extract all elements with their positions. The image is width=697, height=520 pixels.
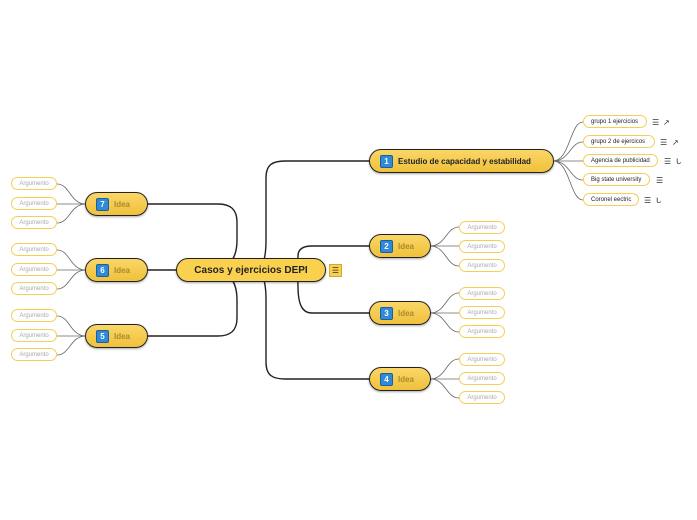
notes-icon[interactable]: ☰ bbox=[644, 196, 652, 205]
subtopic-label: grupo 1 ejercicios bbox=[591, 118, 639, 125]
argument-item[interactable]: Argumento bbox=[459, 391, 505, 404]
topic-number-badge: 6 bbox=[96, 263, 109, 277]
argument-label: Argumento bbox=[19, 351, 49, 358]
subtopic-label: grupo 2 de ejercicos bbox=[591, 138, 646, 145]
argument-item[interactable]: Argumento bbox=[11, 243, 57, 256]
notes-icon[interactable]: ☰ bbox=[664, 157, 672, 166]
link-central-to-4 bbox=[250, 269, 370, 380]
main-topic-label: Idea bbox=[114, 331, 131, 341]
subtopic-grupo-2[interactable]: grupo 2 de ejercicos bbox=[583, 135, 655, 148]
attachment-icon[interactable]: ᒐ bbox=[656, 196, 662, 205]
external-link-icon[interactable]: ↗ bbox=[672, 138, 679, 147]
argument-item[interactable]: Argumento bbox=[459, 325, 505, 338]
argument-item[interactable]: Argumento bbox=[459, 259, 505, 272]
subtopic-label: Coronel eectric bbox=[591, 196, 632, 203]
topic-number-badge: 5 bbox=[96, 329, 109, 343]
argument-item[interactable]: Argumento bbox=[459, 353, 505, 366]
argument-item[interactable]: Argumento bbox=[459, 372, 505, 385]
topic-number-badge: 3 bbox=[380, 306, 393, 320]
notes-icon[interactable]: ☰ bbox=[660, 138, 668, 147]
main-topic-3[interactable]: 3 Idea bbox=[369, 301, 431, 325]
argument-label: Argumento bbox=[19, 266, 49, 273]
notes-icon[interactable]: ☰ bbox=[652, 118, 660, 127]
main-topic-label: Idea bbox=[398, 308, 415, 318]
argument-label: Argumento bbox=[19, 332, 49, 339]
argument-label: Argumento bbox=[19, 200, 49, 207]
subtopic-label: Big state university bbox=[591, 176, 642, 183]
main-topic-1[interactable]: 1 Estudio de capacidad y estabilidad bbox=[369, 149, 554, 173]
argument-label: Argumento bbox=[19, 180, 49, 187]
subtopic-grupo-1[interactable]: grupo 1 ejercicios bbox=[583, 115, 647, 128]
argument-label: Argumento bbox=[467, 375, 497, 382]
main-topic-label: Idea bbox=[114, 265, 131, 275]
argument-label: Argumento bbox=[467, 243, 497, 250]
argument-item[interactable]: Argumento bbox=[11, 263, 57, 276]
argument-label: Argumento bbox=[467, 290, 497, 297]
argument-item[interactable]: Argumento bbox=[459, 306, 505, 319]
argument-label: Argumento bbox=[467, 356, 497, 363]
notes-icon[interactable]: ☰ bbox=[656, 176, 664, 185]
main-topic-label: Estudio de capacidad y estabilidad bbox=[398, 156, 531, 166]
argument-label: Argumento bbox=[467, 328, 497, 335]
main-topic-5[interactable]: 5 Idea bbox=[85, 324, 148, 348]
notes-icon[interactable]: ☰ bbox=[329, 264, 342, 277]
argument-label: Argumento bbox=[19, 219, 49, 226]
subtopic-label: Agencia de publicidad bbox=[591, 157, 650, 164]
main-topic-4[interactable]: 4 Idea bbox=[369, 367, 431, 391]
topic-number-badge: 1 bbox=[380, 154, 393, 168]
argument-item[interactable]: Argumento bbox=[11, 197, 57, 210]
central-topic-title: Casos y ejercicios DEPI bbox=[194, 264, 308, 276]
attachment-icon[interactable]: ᒐ bbox=[676, 157, 682, 166]
main-topic-6[interactable]: 6 Idea bbox=[85, 258, 148, 282]
central-topic[interactable]: Casos y ejercicios DEPI bbox=[176, 258, 326, 282]
main-topic-label: Idea bbox=[398, 241, 415, 251]
argument-item[interactable]: Argumento bbox=[11, 309, 57, 322]
topic-number-badge: 7 bbox=[96, 197, 109, 211]
argument-item[interactable]: Argumento bbox=[11, 177, 57, 190]
subtopic-big-state[interactable]: Big state university bbox=[583, 173, 650, 186]
main-topic-label: Idea bbox=[398, 374, 415, 384]
argument-label: Argumento bbox=[467, 262, 497, 269]
main-topic-label: Idea bbox=[114, 199, 131, 209]
argument-label: Argumento bbox=[19, 312, 49, 319]
link-central-to-1 bbox=[250, 160, 370, 271]
topic-number-badge: 2 bbox=[380, 239, 393, 253]
argument-label: Argumento bbox=[19, 285, 49, 292]
argument-item[interactable]: Argumento bbox=[11, 216, 57, 229]
argument-label: Argumento bbox=[467, 224, 497, 231]
argument-item[interactable]: Argumento bbox=[11, 282, 57, 295]
argument-label: Argumento bbox=[467, 394, 497, 401]
argument-item[interactable]: Argumento bbox=[11, 348, 57, 361]
subtopic-coronel[interactable]: Coronel eectric bbox=[583, 193, 639, 206]
argument-label: Argumento bbox=[467, 309, 497, 316]
argument-item[interactable]: Argumento bbox=[11, 329, 57, 342]
argument-label: Argumento bbox=[19, 246, 49, 253]
main-topic-2[interactable]: 2 Idea bbox=[369, 234, 431, 258]
argument-item[interactable]: Argumento bbox=[459, 287, 505, 300]
external-link-icon[interactable]: ↗ bbox=[663, 118, 670, 127]
argument-item[interactable]: Argumento bbox=[459, 221, 505, 234]
subtopic-agencia[interactable]: Agencia de publicidad bbox=[583, 154, 658, 167]
topic-number-badge: 4 bbox=[380, 372, 393, 386]
main-topic-7[interactable]: 7 Idea bbox=[85, 192, 148, 216]
argument-item[interactable]: Argumento bbox=[459, 240, 505, 253]
